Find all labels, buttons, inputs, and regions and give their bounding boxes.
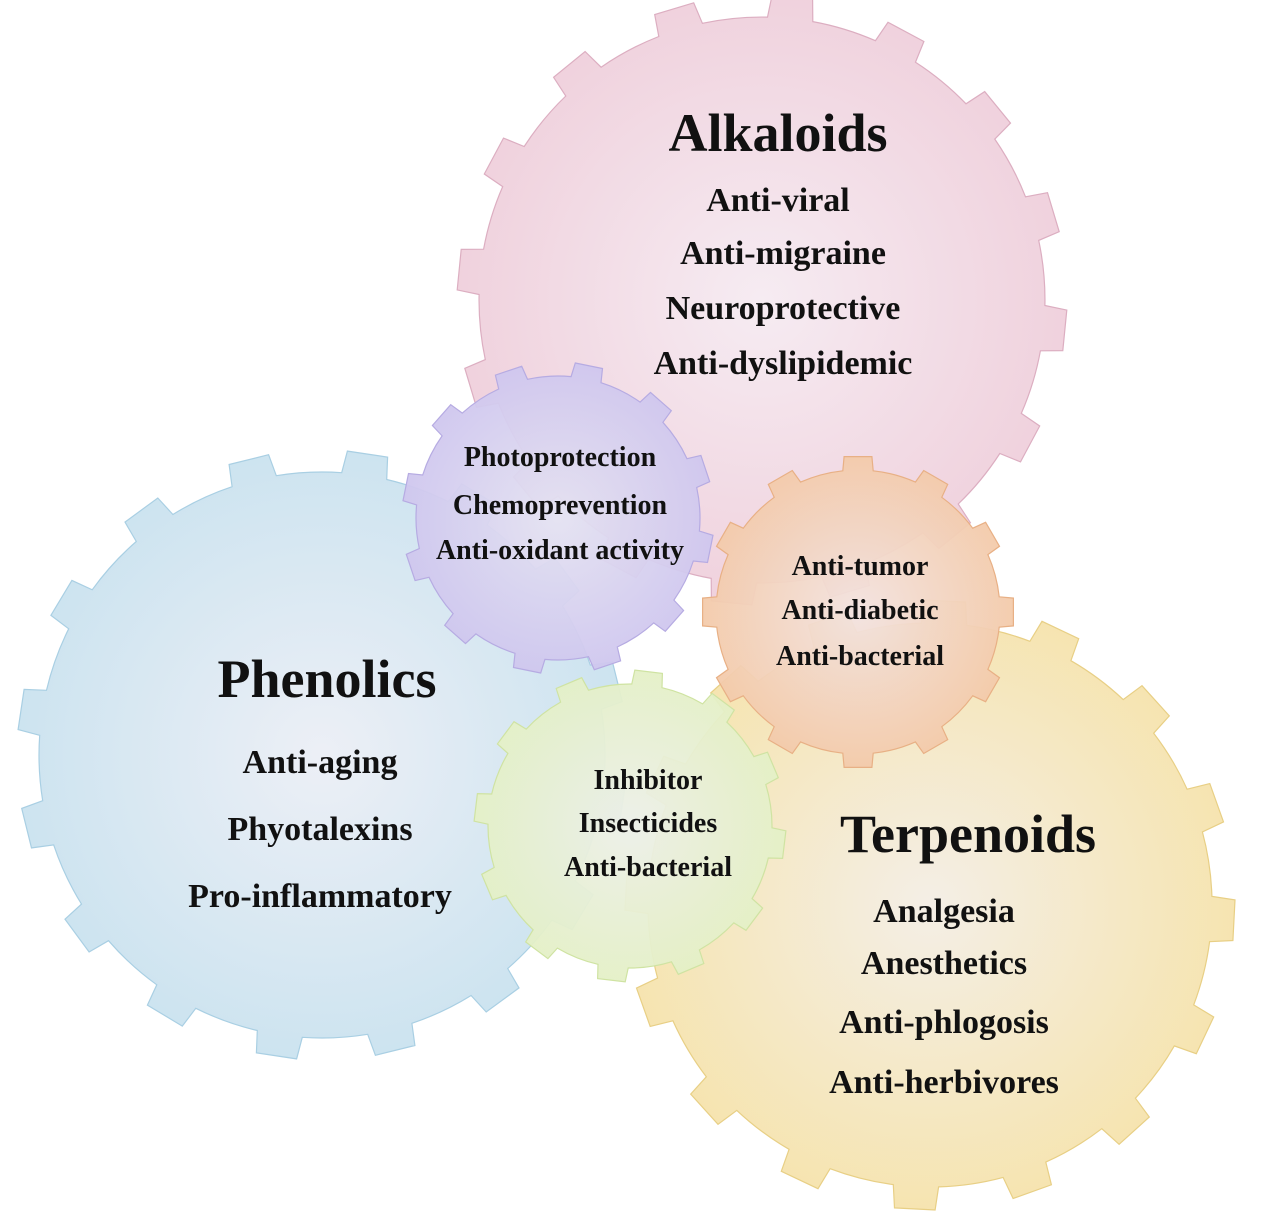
alkaloids-title: Alkaloids xyxy=(668,103,887,163)
alkaloids-item: Neuroprotective xyxy=(666,290,901,327)
orange-label-group: Anti-tumor Anti-diabetic Anti-bacterial xyxy=(776,551,944,672)
purple-item: Anti-oxidant activity xyxy=(436,535,684,566)
purple-gear xyxy=(402,362,714,674)
phenolics-item: Pro-inflammatory xyxy=(188,878,452,915)
terpenoids-item: Anti-phlogosis xyxy=(839,1004,1049,1041)
phenolics-item: Anti-aging xyxy=(243,744,398,781)
terpenoids-item: Anti-herbivores xyxy=(829,1064,1059,1101)
terpenoids-title: Terpenoids xyxy=(840,804,1096,864)
phenolics-label-group: Phenolics Anti-aging Phyotalexins Pro-in… xyxy=(188,649,452,915)
green-item: Inhibitor xyxy=(594,765,703,796)
green-label-group: Inhibitor Insecticides Anti-bacterial xyxy=(564,765,732,883)
orange-item: Anti-diabetic xyxy=(781,595,938,626)
terpenoids-item: Anesthetics xyxy=(861,945,1027,982)
terpenoids-label-group: Terpenoids Analgesia Anesthetics Anti-ph… xyxy=(829,804,1096,1101)
alkaloids-item: Anti-migraine xyxy=(680,235,886,272)
green-item: Anti-bacterial xyxy=(564,852,732,883)
purple-item: Photoprotection xyxy=(464,442,657,473)
alkaloids-item: Anti-dyslipidemic xyxy=(654,345,913,382)
orange-item: Anti-tumor xyxy=(792,551,929,582)
purple-label-group: Photoprotection Chemoprevention Anti-oxi… xyxy=(436,442,684,566)
orange-item: Anti-bacterial xyxy=(776,641,944,672)
green-item: Insecticides xyxy=(579,808,718,839)
terpenoids-item: Analgesia xyxy=(873,893,1015,930)
phenolics-item: Phyotalexins xyxy=(227,811,412,848)
alkaloids-item: Anti-viral xyxy=(706,182,850,219)
green-gear xyxy=(473,669,787,983)
purple-item: Chemoprevention xyxy=(453,490,668,521)
orange-gear xyxy=(702,456,1014,768)
alkaloids-label-group: Alkaloids Anti-viral Anti-migraine Neuro… xyxy=(654,103,913,382)
phenolics-title: Phenolics xyxy=(217,649,436,709)
